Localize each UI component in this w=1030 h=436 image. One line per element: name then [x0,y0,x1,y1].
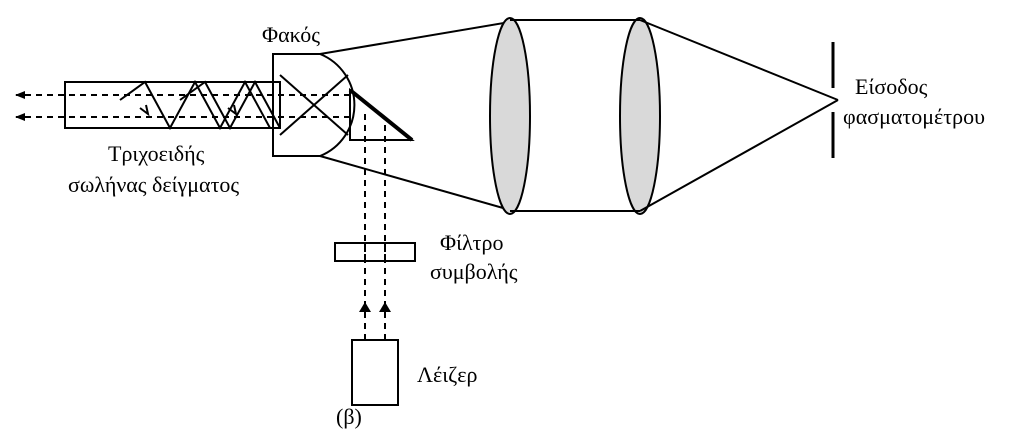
capillary-label-line2: σωλήνας δείγματος [68,172,239,197]
collection-ray-lower [319,155,511,211]
filter-label-line2: συμβολής [430,259,518,284]
lens-label: Φακός [262,22,320,47]
laser-source [351,339,399,406]
figure-caption: (β) [336,404,362,429]
filter-label-line1: Φίλτρο [440,230,504,255]
laser-arrow-left-icon [359,302,371,312]
laser-arrow-right-icon [379,302,391,312]
internal-reflection-path [119,79,271,131]
spectrometer-label-line2: φασματομέτρου [843,104,985,129]
spectrometer-label-line1: Είσοδος [855,74,928,99]
focus-ray-lower [639,99,839,212]
prism [348,87,415,142]
capillary-tube [64,79,281,131]
laser-label: Λέιζερ [417,362,477,387]
collimating-lens-1 [489,17,531,215]
interference-filter [334,242,416,262]
collection-ray-upper [319,21,511,55]
objective-lens [272,53,356,157]
capillary-label-line1: Τριχοειδής [108,141,205,166]
collimating-lens-2 [619,17,661,215]
focus-ray-upper [639,19,839,101]
